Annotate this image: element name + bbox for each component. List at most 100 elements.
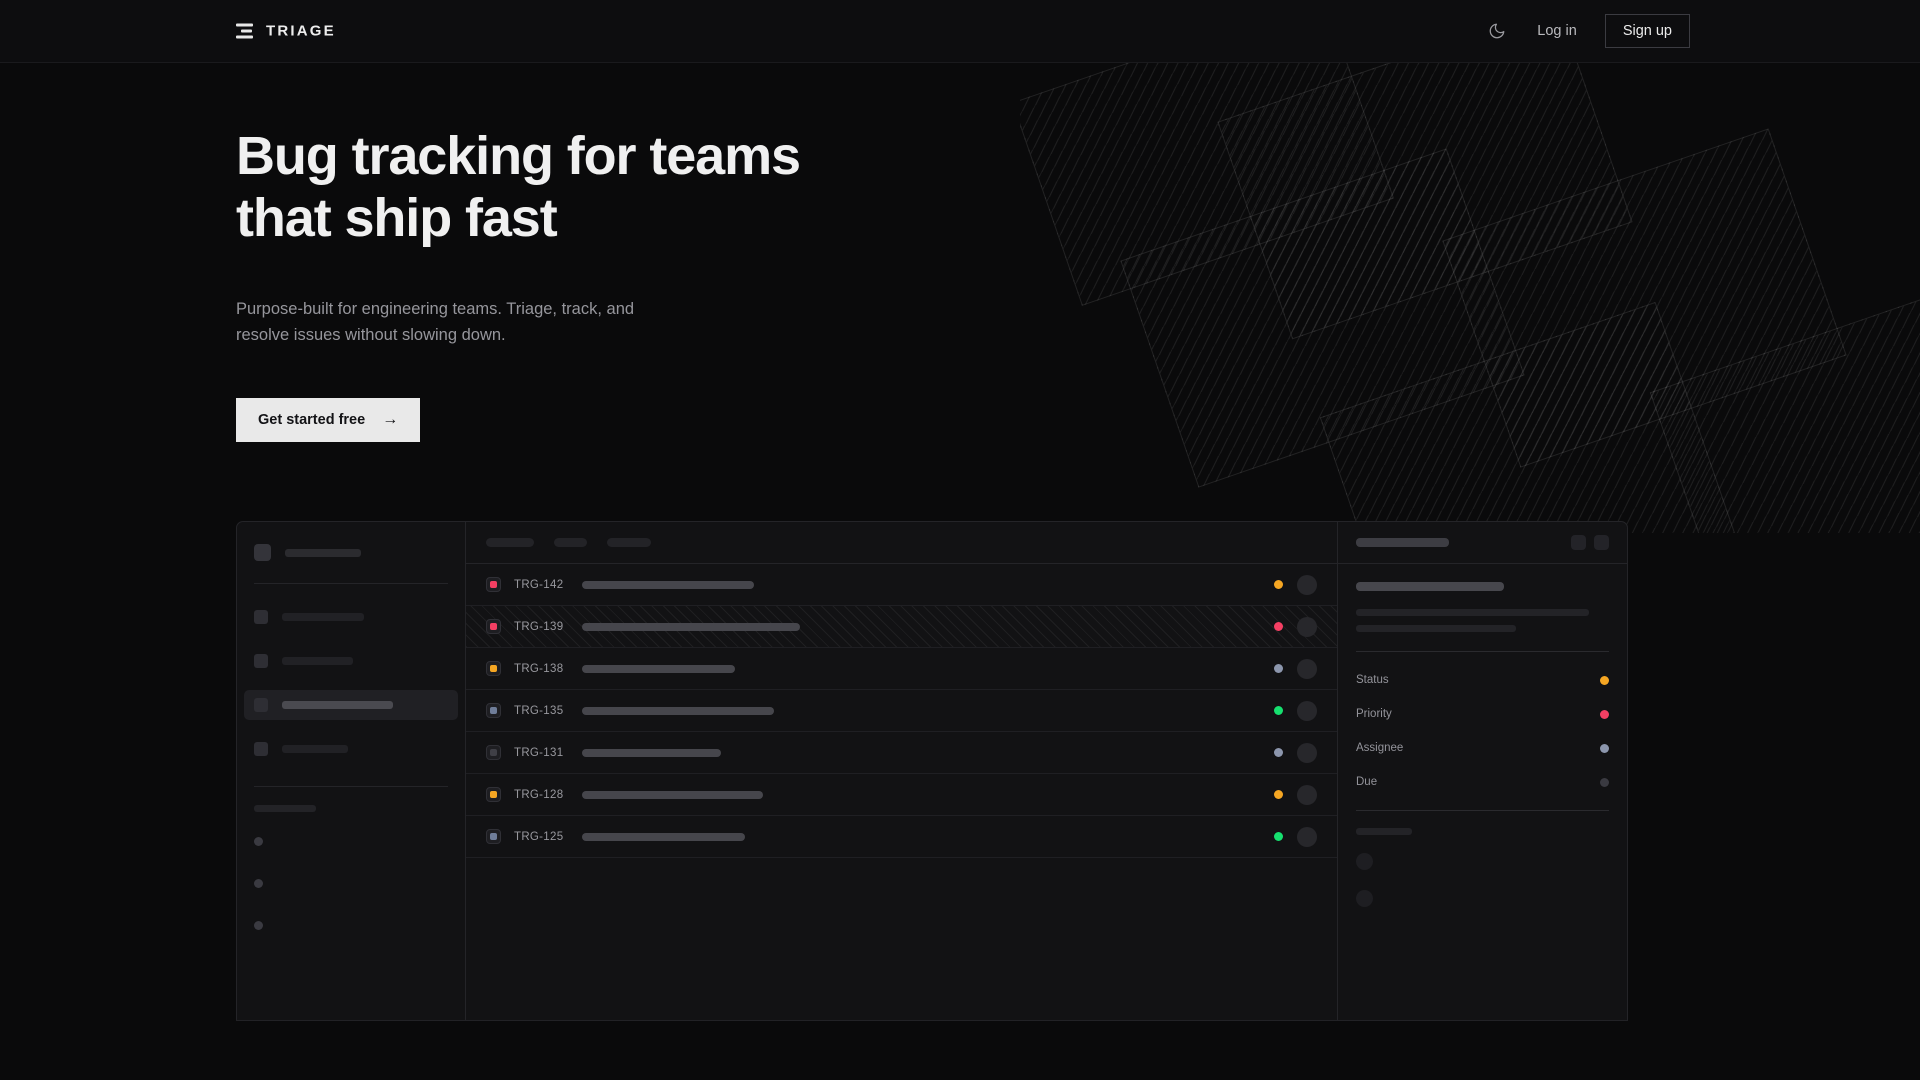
meta-value-dot [1600, 709, 1609, 719]
toolbar-pill-0[interactable] [486, 538, 534, 547]
issue-title-placeholder [582, 748, 721, 757]
sidebar-item-icon [254, 698, 268, 712]
table-row[interactable]: TRG-128 [466, 774, 1337, 816]
priority-icon [486, 661, 501, 676]
sidebar-footer-item-1[interactable] [254, 876, 448, 890]
sidebar-item-icon [254, 610, 268, 624]
meta-value-dot [1600, 743, 1609, 753]
meta-row-status[interactable]: Status [1356, 674, 1609, 686]
avatar [1297, 574, 1317, 595]
table-row[interactable]: TRG-131 [466, 732, 1337, 774]
priority-icon [486, 829, 501, 844]
sidebar-footer-dot-icon [254, 836, 263, 846]
sidebar-item-3[interactable] [244, 734, 458, 764]
detail-title-placeholder [1356, 538, 1449, 547]
detail-header [1338, 522, 1627, 564]
detail-action-button-1[interactable] [1571, 535, 1586, 550]
priority-icon [486, 787, 501, 802]
workspace-label-placeholder [285, 548, 361, 557]
issue-id: TRG-128 [514, 788, 564, 801]
sidebar-nav [244, 602, 458, 764]
status-badge [1274, 664, 1283, 673]
signup-button[interactable]: Sign up [1604, 14, 1690, 48]
toolbar-pill-2[interactable] [607, 538, 651, 547]
table-row[interactable]: TRG-138 [466, 648, 1337, 690]
table-row[interactable]: TRG-135 [466, 690, 1337, 732]
table-row[interactable]: TRG-139 [466, 606, 1337, 648]
toolbar-pill-1[interactable] [554, 538, 587, 547]
meta-row-due[interactable]: Due [1356, 776, 1609, 788]
stacked-bars-icon [236, 23, 253, 39]
status-badge [1274, 580, 1283, 589]
avatar [1356, 890, 1373, 907]
sidebar-section-label-placeholder [254, 805, 316, 812]
issue-id: TRG-139 [514, 620, 564, 633]
hero-content: Bug tracking for teams that ship fast Pu… [236, 125, 996, 443]
issue-title-placeholder [582, 622, 800, 631]
sidebar-item-icon [254, 654, 268, 668]
detail-activity [1338, 810, 1627, 927]
detail-action-button-2[interactable] [1594, 535, 1609, 550]
meta-label: Status [1356, 674, 1389, 686]
moon-icon[interactable] [1485, 19, 1509, 43]
list-toolbar [466, 522, 1337, 564]
avatar [1297, 700, 1317, 721]
meta-label: Due [1356, 776, 1378, 788]
login-link[interactable]: Log in [1537, 23, 1577, 39]
sidebar-item-label-placeholder [282, 657, 353, 665]
priority-icon [486, 703, 501, 718]
sidebar-item-label-placeholder [282, 613, 364, 621]
table-row[interactable]: TRG-125 [466, 816, 1337, 858]
workspace-avatar [254, 544, 271, 561]
site-header: TRIAGE Log in Sign up [0, 0, 1920, 63]
workspace-switcher[interactable] [254, 544, 448, 561]
avatar [1297, 658, 1317, 679]
mock-sidebar [237, 522, 466, 1020]
status-badge [1274, 790, 1283, 799]
avatar [1297, 784, 1317, 805]
issue-title-placeholder [582, 664, 735, 673]
issue-id: TRG-125 [514, 830, 564, 843]
status-badge [1274, 748, 1283, 757]
get-started-button[interactable]: Get started free → [236, 398, 421, 443]
sidebar-footer-item-2[interactable] [254, 918, 448, 932]
avatar [1297, 616, 1317, 637]
header-actions: Log in Sign up [1485, 14, 1690, 48]
avatar [1297, 742, 1317, 763]
sidebar-item-2[interactable] [244, 690, 458, 720]
issue-id: TRG-131 [514, 746, 564, 759]
activity-items [1356, 853, 1609, 907]
status-badge [1274, 622, 1283, 631]
status-badge [1274, 706, 1283, 715]
sidebar-footer-dot-icon [254, 878, 263, 888]
issue-id: TRG-142 [514, 578, 564, 591]
priority-icon [486, 745, 501, 760]
status-badge [1274, 832, 1283, 841]
meta-value-dot [1600, 675, 1609, 685]
table-row[interactable]: TRG-142 [466, 564, 1337, 606]
sidebar-item-1[interactable] [244, 646, 458, 676]
activity-label-placeholder [1356, 828, 1412, 835]
issue-title-placeholder [582, 706, 774, 715]
detail-line-1 [1356, 625, 1516, 632]
avatar [1297, 826, 1317, 847]
sidebar-footer-item-0[interactable] [254, 834, 448, 848]
meta-row-priority[interactable]: Priority [1356, 708, 1609, 720]
sidebar-item-label-placeholder [282, 745, 348, 753]
meta-row-assignee[interactable]: Assignee [1356, 742, 1609, 754]
sidebar-footer-dot-icon [254, 920, 263, 930]
sidebar-item-0[interactable] [244, 602, 458, 632]
cta-label: Get started free [258, 412, 366, 429]
brand-logo[interactable]: TRIAGE [236, 23, 336, 40]
sidebar-item-label-placeholder [282, 701, 393, 709]
activity-item-1 [1356, 890, 1609, 907]
sidebar-item-icon [254, 742, 268, 756]
arrow-right-icon: → [382, 411, 399, 429]
detail-divider [1356, 651, 1609, 652]
